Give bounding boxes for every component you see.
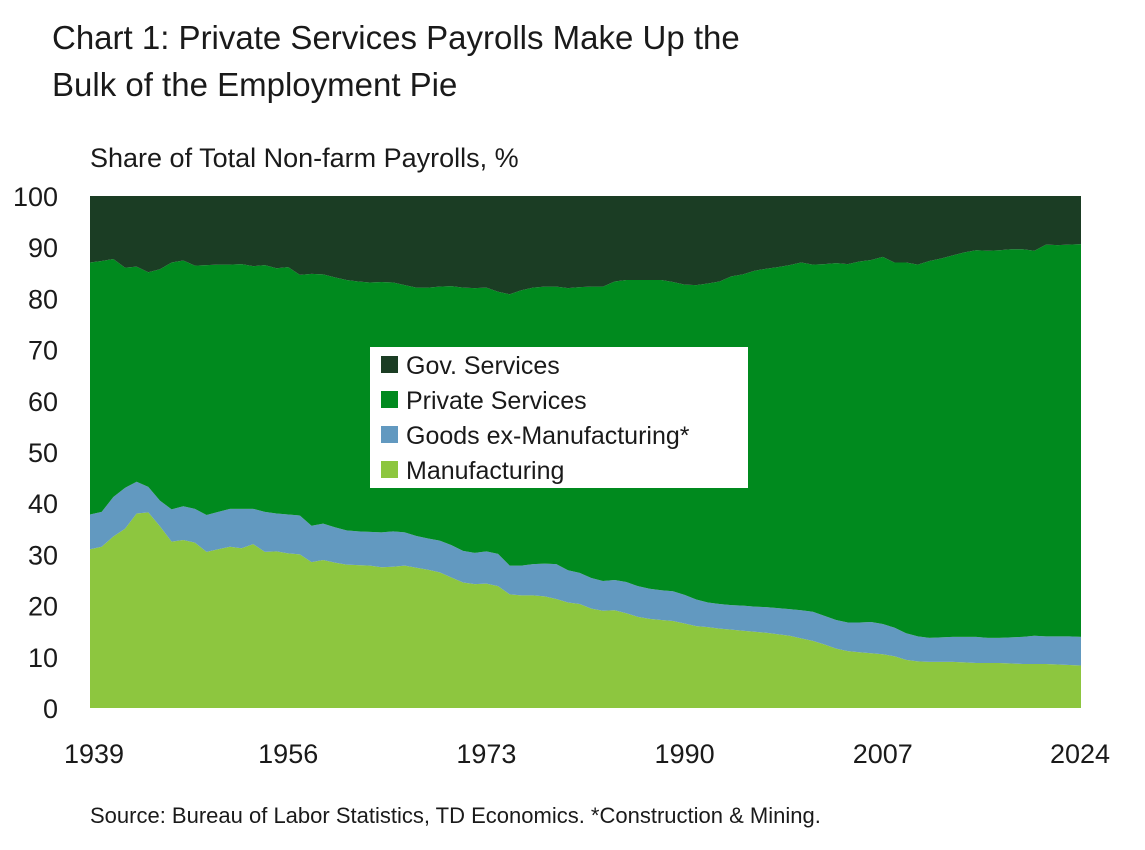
y-tick-label: 20 <box>28 592 58 622</box>
y-axis-label: Share of Total Non-farm Payrolls, % <box>90 143 519 173</box>
legend-swatch <box>381 426 398 443</box>
legend-label: Private Services <box>406 387 587 415</box>
y-tick-label: 0 <box>43 694 58 724</box>
y-tick-label: 90 <box>28 233 58 263</box>
legend-box <box>370 347 748 488</box>
y-tick-label: 60 <box>28 387 58 417</box>
y-tick-label: 30 <box>28 540 58 570</box>
legend-swatch <box>381 356 398 373</box>
y-tick-label: 80 <box>28 284 58 314</box>
x-tick-label: 1939 <box>64 739 124 769</box>
legend-label: Manufacturing <box>406 457 564 485</box>
stacked-area-chart: 0 10 20 30 40 50 60 70 80 90 100 1939 1956 1973 1990 2… <box>13 182 1110 769</box>
legend-label: Gov. Services <box>406 352 560 380</box>
chart-title-line-1: Chart 1: Private Services Payrolls Make … <box>52 19 740 56</box>
source-note: Source: Bureau of Labor Statistics, TD E… <box>90 803 821 828</box>
x-tick-label: 1956 <box>258 739 318 769</box>
x-tick-label: 1990 <box>655 739 715 769</box>
legend-swatch <box>381 461 398 478</box>
x-axis-ticks: 1939 1956 1973 1990 2007 2024 <box>64 739 1110 769</box>
x-tick-label: 1973 <box>456 739 516 769</box>
legend-label: Goods ex-Manufacturing* <box>406 422 690 450</box>
legend-swatch <box>381 391 398 408</box>
y-tick-label: 40 <box>28 489 58 519</box>
area-gov-services <box>90 196 1081 295</box>
y-tick-label: 50 <box>28 438 58 468</box>
y-tick-label: 10 <box>28 643 58 673</box>
area-goods-ex-manufacturing <box>90 481 1081 666</box>
area-manufacturing <box>90 512 1081 708</box>
chart-title: Chart 1: Private Services Payrolls Make … <box>52 14 1052 108</box>
chart-title-line-2: Bulk of the Employment Pie <box>52 66 458 103</box>
x-tick-label: 2007 <box>853 739 913 769</box>
y-tick-label: 70 <box>28 336 58 366</box>
y-axis-ticks: 0 10 20 30 40 50 60 70 80 90 100 <box>13 182 58 724</box>
x-tick-label: 2024 <box>1050 739 1110 769</box>
y-tick-label: 100 <box>13 182 58 212</box>
